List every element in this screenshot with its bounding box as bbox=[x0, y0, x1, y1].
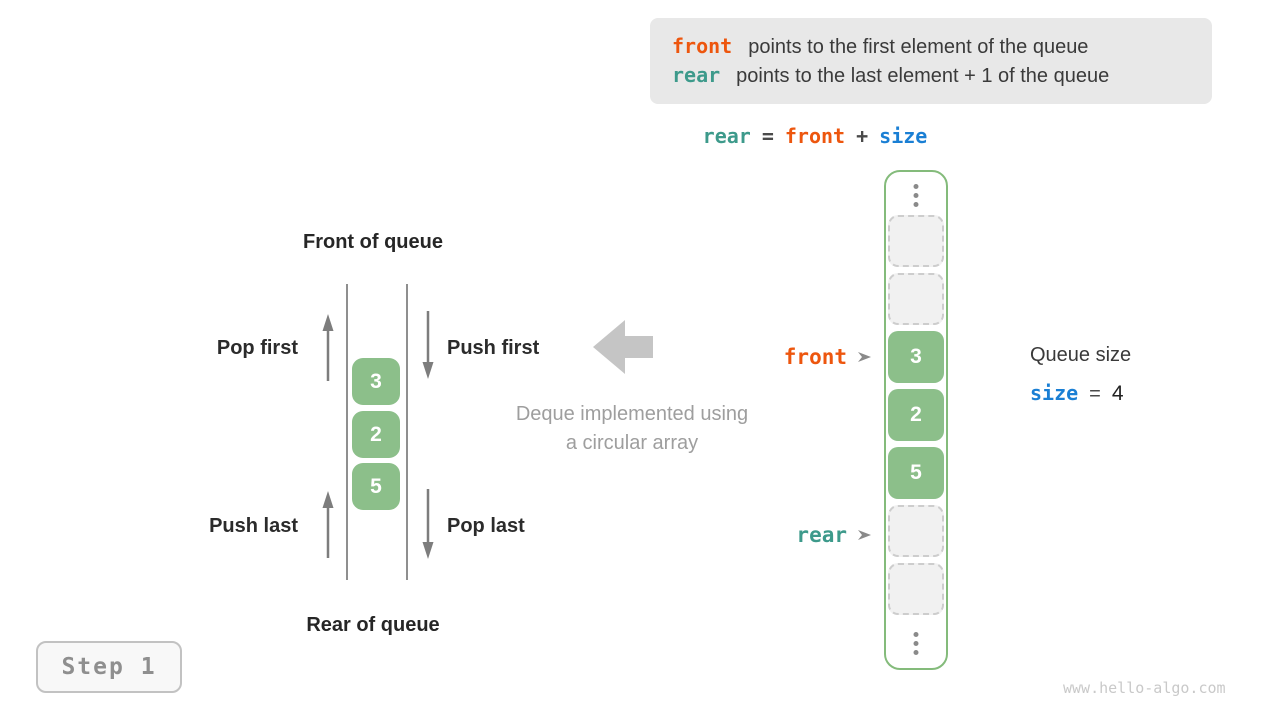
push-last-label: Push last bbox=[209, 515, 298, 537]
caption: Deque implemented using a circular array bbox=[482, 400, 782, 458]
pointer-arrow-icon bbox=[858, 530, 871, 540]
rear-description: points to the last element + 1 of the qu… bbox=[736, 65, 1110, 87]
circular-array-column: 3 2 5 bbox=[884, 170, 948, 670]
deque-wall-left bbox=[346, 284, 348, 580]
formula-size: size bbox=[879, 124, 928, 148]
pop-last-label: Pop last bbox=[447, 515, 525, 537]
front-pointer: front bbox=[700, 344, 872, 370]
formula-front: front bbox=[784, 124, 846, 148]
rear-pointer-label: rear bbox=[796, 523, 847, 547]
caption-line-2: a circular array bbox=[565, 432, 699, 454]
size-value: 4 bbox=[1111, 382, 1124, 405]
array-cell-empty bbox=[888, 505, 944, 557]
step-badge: Step 1 bbox=[36, 641, 182, 693]
push-last-arrow-icon bbox=[322, 491, 334, 558]
array-cell-value: 2 bbox=[888, 389, 944, 441]
array-cell-empty bbox=[888, 273, 944, 325]
pop-first-arrow-icon bbox=[322, 314, 334, 381]
deque-value-cell: 5 bbox=[352, 463, 400, 510]
push-first-arrow-icon bbox=[422, 311, 434, 379]
queue-size-value-line: size = 4 bbox=[1030, 381, 1124, 406]
pop-last-arrow-icon bbox=[422, 489, 434, 559]
array-cell-value: 3 bbox=[888, 331, 944, 383]
ellipsis-top-icon bbox=[913, 184, 919, 207]
size-keyword: size bbox=[1030, 381, 1079, 405]
push-first-label: Push first bbox=[447, 337, 540, 359]
deque-wall-right bbox=[406, 284, 408, 580]
deque-value-cell: 2 bbox=[352, 411, 400, 458]
front-pointer-label: front bbox=[783, 345, 847, 369]
array-cell-empty bbox=[888, 563, 944, 615]
deque-value-cell: 3 bbox=[352, 358, 400, 405]
array-cell-value: 5 bbox=[888, 447, 944, 499]
legend-box: front points to the first element of the… bbox=[650, 18, 1212, 104]
size-equals: = bbox=[1089, 383, 1101, 405]
legend-row-front: front points to the first element of the… bbox=[672, 34, 1212, 59]
rear-pointer: rear bbox=[700, 522, 872, 548]
caption-line-1: Deque implemented using bbox=[515, 403, 749, 425]
rear-keyword: rear bbox=[672, 63, 721, 87]
formula: rear = front + size bbox=[650, 121, 980, 151]
rear-of-queue-label: Rear of queue bbox=[306, 614, 440, 636]
ellipsis-bottom-icon bbox=[913, 632, 919, 655]
formula-plus: + bbox=[856, 124, 869, 148]
pop-first-label: Pop first bbox=[216, 337, 298, 359]
front-keyword: front bbox=[672, 34, 733, 58]
front-description: points to the first element of the queue bbox=[748, 36, 1089, 58]
legend-row-rear: rear points to the last element + 1 of t… bbox=[672, 63, 1212, 88]
front-of-queue-label: Front of queue bbox=[303, 231, 443, 253]
pointer-arrow-icon bbox=[858, 352, 871, 362]
queue-size-title: Queue size bbox=[1030, 344, 1132, 366]
formula-rear: rear bbox=[702, 124, 751, 148]
watermark: www.hello-algo.com bbox=[1063, 679, 1226, 697]
array-cell-empty bbox=[888, 215, 944, 267]
formula-equals: = bbox=[761, 124, 774, 148]
